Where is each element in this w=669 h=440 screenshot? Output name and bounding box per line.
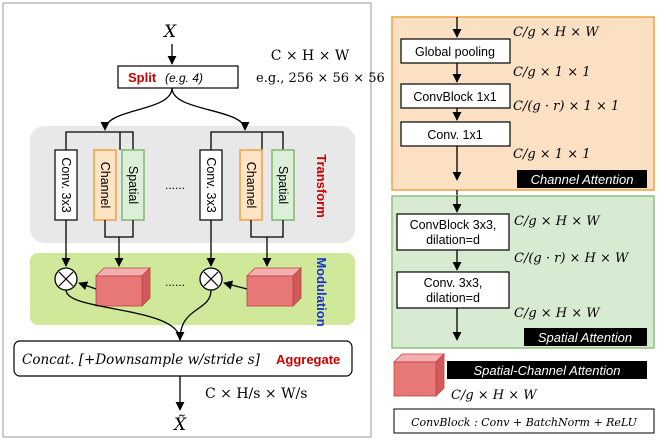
ca-conv-box: [400, 121, 511, 147]
group1-channel-label: Channel: [98, 162, 112, 209]
ca-dims-top: C/g × H × W: [513, 25, 600, 40]
modulation-ellipsis: ......: [165, 275, 185, 289]
group2-top-bracket: [210, 131, 284, 150]
sa-dims-1: C/g × H × W: [514, 214, 601, 229]
sa-title: Spatial Attention: [538, 330, 632, 345]
ca-convblock-label: ConvBlock 1x1: [413, 90, 496, 104]
ca-convblock-box: [400, 83, 511, 109]
modulation-panel: [30, 253, 355, 325]
group1-merge-arrow: [65, 289, 185, 341]
group2-channel-label: Channel: [244, 162, 258, 209]
aggregate-label: Aggregate: [276, 352, 340, 367]
transform-label: Transform: [314, 154, 329, 218]
left-panel-border: [2, 2, 372, 438]
sa-title-bg: [524, 328, 647, 346]
input-x-label: X: [162, 22, 177, 42]
group1-top-bracket: [65, 131, 134, 150]
transform-ellipsis: ......: [165, 178, 185, 192]
group2-conv-label: Conv. 3x3: [204, 157, 218, 212]
multiply-circle-icon: [199, 267, 223, 291]
group2-cube-to-multiply-arrow: [223, 280, 248, 290]
ca-dims-3: C/g × 1 × 1: [513, 147, 591, 162]
ca-title-bg: [517, 170, 647, 188]
ca-dims-2: C/(g · r) × 1 × 1: [513, 99, 619, 114]
red-cube-icon: [95, 267, 151, 307]
ca-global-pooling-box: [400, 38, 511, 64]
sa-convblock-label2: dilation=d: [426, 233, 480, 247]
red-cube-icon: [393, 353, 445, 397]
aggregate-box: [13, 340, 353, 377]
legend-sca-label: Spatial-Channel Attention: [474, 363, 621, 378]
sa-convblock-box: [396, 213, 510, 251]
input-dims: C × H × W: [271, 48, 350, 64]
red-cube-icon: [246, 267, 302, 307]
split-dims: e.g., 256 × 56 × 56: [256, 71, 385, 86]
split-example: (e.g. 4): [165, 71, 203, 85]
legend-convblock-box: [393, 408, 655, 434]
group2-merge-line: [179, 289, 212, 341]
split-to-group1-arrow: [100, 87, 173, 131]
group1-spatial-label: Spatial: [126, 166, 140, 204]
sa-dims-2: C/(g · r) × H × W: [514, 251, 630, 266]
ca-title: Channel Attention: [531, 172, 634, 187]
modulation-label: Modulation: [314, 257, 329, 326]
concat-label: Concat. [+Downsample w/stride s]: [22, 352, 261, 368]
sa-conv-label2: dilation=d: [426, 291, 480, 305]
sa-dims-3: C/g × H × W: [514, 306, 601, 321]
ca-conv-label: Conv. 1x1: [427, 128, 482, 142]
sa-convblock-label1: ConvBlock 3x3,: [410, 218, 497, 232]
multiply-circle-icon: [54, 267, 78, 291]
transform-panel: [30, 126, 355, 243]
ca-global-pooling-label: Global pooling: [415, 45, 495, 59]
legend-sca-bg: [447, 361, 647, 379]
sa-conv-label1: Conv. 3x3,: [424, 276, 483, 290]
group2-spatial-label: Spatial: [276, 166, 290, 204]
sa-conv-box: [396, 271, 510, 309]
split-label: Split: [128, 70, 157, 85]
output-x-label: X̃: [172, 415, 187, 435]
split-to-group2-arrow: [171, 87, 250, 131]
group1-conv-label: Conv. 3x3: [59, 157, 73, 212]
group1-cube-to-multiply-arrow: [78, 281, 97, 291]
legend-convblock-def: ConvBlock : Conv + BatchNorm + ReLU: [411, 416, 638, 429]
ca-dims-1: C/g × 1 × 1: [513, 65, 591, 80]
output-dims: C × H/s × W/s: [205, 386, 307, 402]
legend-sca-dims: C/g × H × W: [451, 388, 538, 403]
split-box: [117, 65, 239, 89]
